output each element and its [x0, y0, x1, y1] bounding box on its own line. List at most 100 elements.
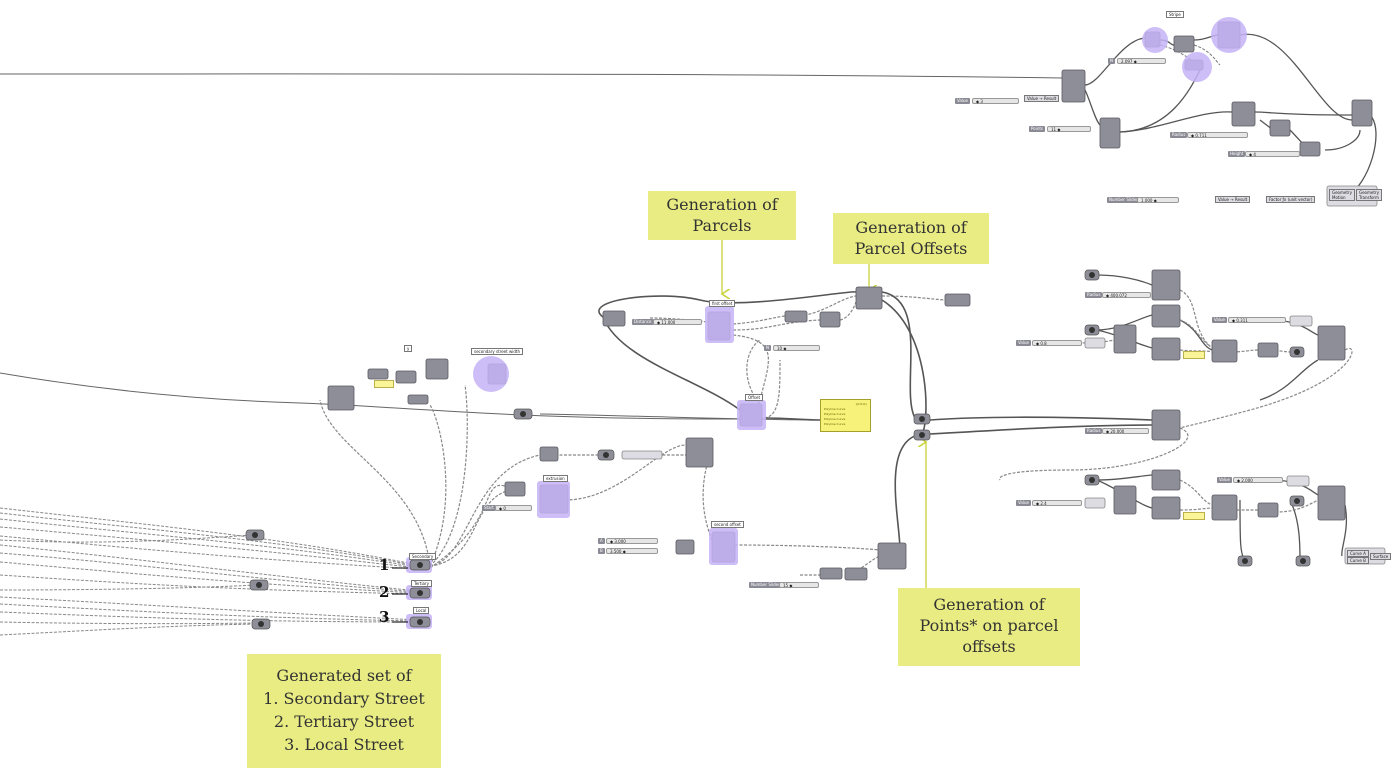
slider-mid-b[interactable]: B 3.500 ◆ [598, 547, 658, 555]
slider-bar[interactable]: 15 ◆ [779, 582, 819, 588]
slider-bar[interactable]: 2.097 ◆ [1117, 58, 1166, 64]
slider-label: Value [955, 98, 970, 104]
slider-bar[interactable]: ◆ 11.000 [653, 319, 702, 325]
component-block [1084, 337, 1106, 349]
geometry-output[interactable]: Geometry Transform [1356, 189, 1382, 201]
component-block [1286, 475, 1310, 487]
slider-label: B [598, 548, 605, 554]
street-number-2: 2 [379, 583, 390, 601]
group-tag-offset: Offset [745, 394, 764, 401]
wires-long [0, 73, 1063, 421]
slider-right-value-4[interactable]: Value ◆ 2.000 [1217, 476, 1283, 484]
component-block [1317, 485, 1346, 521]
slider-label: Value [1016, 340, 1031, 346]
slider-right-value-2[interactable]: Value ◆ 0.311 [1212, 316, 1286, 324]
component-block [819, 311, 841, 328]
yellow-label [374, 380, 394, 388]
curve-a-input: Curve A [1347, 550, 1369, 557]
component-block [621, 450, 663, 460]
slider-right-radius-1[interactable]: Radius ◆ 400.072 [1085, 291, 1151, 299]
slider-bar[interactable]: ◆ 3 [972, 98, 1019, 104]
component-block [1173, 35, 1195, 53]
slider-right-value-3[interactable]: Value ◆ 2.4 [1016, 499, 1082, 507]
component-block [1211, 494, 1238, 521]
component-block [1099, 117, 1121, 149]
slider-mid-a[interactable]: A ◆ 3.000 [598, 537, 658, 545]
component-block [1299, 141, 1321, 157]
slider-bar[interactable]: 3.500 ◆ [606, 548, 658, 554]
group-tag-local: Local [413, 607, 430, 614]
component-block [395, 370, 417, 384]
component-block [784, 310, 808, 323]
component-block [1151, 269, 1181, 301]
slider-right-radius-2[interactable]: Radius ◆ 20.000 [1085, 427, 1149, 435]
slider-top-number[interactable]: Number Slider 1.000 ◆ [1107, 196, 1179, 204]
slider-right-value-1[interactable]: Value ◆ 0.8 [1016, 339, 1082, 347]
slider-bar[interactable]: ◆ 0 [495, 505, 532, 511]
slider-label: Number Slider [1107, 197, 1140, 203]
slider-bar[interactable]: ◆ 0.8 [1032, 340, 1082, 346]
group-tag-stripe: Stripe [1166, 11, 1184, 18]
panel-line: Polyline Curve [824, 422, 846, 426]
slider-bar[interactable]: ◆ 20.000 [1102, 428, 1149, 434]
slider-mid-number[interactable]: Number Slider 15 ◆ [749, 581, 819, 589]
slider-top-radius[interactable]: Radius ◆ 0.711 [1170, 131, 1248, 139]
callout-points: Generation of Points* on parcel offsets [898, 588, 1080, 666]
slider-label: Number Slider [749, 582, 782, 588]
value-result-component[interactable]: Value → Result [1024, 95, 1060, 102]
group-tag-first-offset: first offset [709, 300, 736, 307]
panel-line: Polyline Curve [824, 417, 846, 421]
component-block [1113, 485, 1137, 515]
factor-component[interactable]: Factor ƒx (unit vector) [1266, 196, 1316, 203]
curve-b-input: Curve B [1347, 557, 1369, 564]
group-tag-second-offset: second offset [711, 521, 744, 528]
slider-label: Start [482, 505, 496, 511]
surface-output: Surface [1370, 553, 1392, 560]
slider-top-points[interactable]: Points 11 ◆ [1029, 125, 1091, 133]
component-block [1084, 497, 1106, 509]
component-block [944, 293, 971, 307]
street-number-3: 3 [379, 608, 390, 626]
slider-mid-n[interactable]: N 10 ◆ [764, 344, 820, 352]
slider-label: Radius [1170, 132, 1188, 138]
slider-top-n[interactable]: N 2.097 ◆ [1108, 57, 1166, 65]
geometry-input[interactable]: Geometry Motion [1329, 189, 1355, 201]
slider-bar[interactable]: 11 ◆ [1047, 126, 1091, 132]
yellow-label [1183, 351, 1205, 359]
component-block [1269, 119, 1291, 137]
street-number-1: 1 [379, 556, 390, 574]
component-block [1351, 99, 1373, 127]
group-tag-street-width: secondary street width [471, 348, 523, 355]
slider-parcel-distance[interactable]: Distance ◆ 11.000 [632, 318, 702, 326]
slider-bar[interactable]: 10 ◆ [773, 345, 820, 351]
param-nodes[interactable] [245, 269, 1311, 630]
component-block [1317, 325, 1346, 361]
polyline-panel[interactable]: {0;0;0} Polyline Curve Polyline Curve Po… [820, 399, 871, 432]
panel-header: {0;0;0} [855, 402, 867, 406]
component-block [844, 567, 868, 581]
component-block [1151, 409, 1181, 441]
slider-bar[interactable]: ◆ 0.311 [1228, 317, 1286, 323]
group-tag-y: y [404, 345, 413, 352]
component-block [1151, 337, 1181, 361]
panel-line: Polyline Curve [824, 412, 846, 416]
slider-top-height[interactable]: Height ◆ 4 [1228, 150, 1300, 158]
slider-label: Value [1212, 317, 1227, 323]
slider-bar[interactable]: ◆ 0.711 [1187, 132, 1248, 138]
component-block [425, 358, 449, 380]
value-result-component[interactable]: Value → Result [1215, 196, 1251, 203]
slider-bar[interactable]: ◆ 2.4 [1032, 500, 1082, 506]
slider-bar[interactable]: ◆ 2.000 [1233, 477, 1283, 483]
slider-bar[interactable]: ◆ 400.072 [1102, 292, 1151, 298]
slider-label: N [1108, 58, 1115, 64]
callout-parcels: Generation of Parcels [648, 191, 796, 240]
slider-bar[interactable]: ◆ 3.000 [606, 538, 658, 544]
component-block [1061, 69, 1086, 103]
slider-bar[interactable]: 1.000 ◆ [1137, 197, 1179, 203]
component-block [1257, 502, 1279, 518]
callout-streets: Generated set of 1. Secondary Street 2. … [247, 654, 441, 768]
slider-mid-start[interactable]: Start ◆ 0 [482, 504, 532, 512]
slider-top-value[interactable]: Value ◆ 3 [955, 97, 1019, 105]
slider-bar[interactable]: ◆ 4 [1245, 151, 1300, 157]
